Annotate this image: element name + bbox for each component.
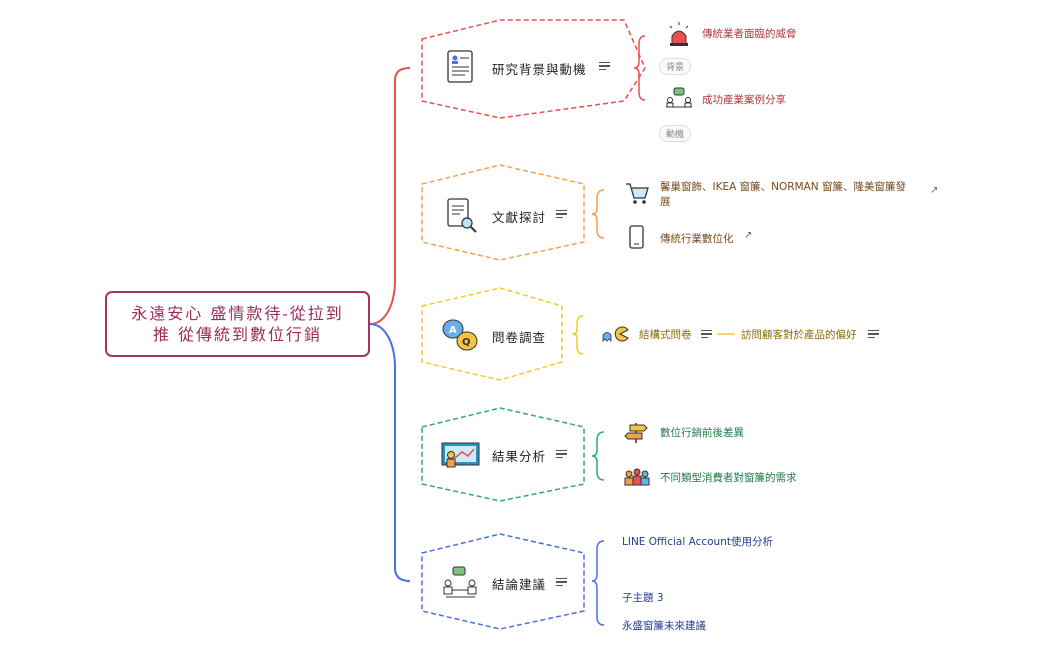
branch-line-blue	[369, 323, 411, 582]
leaf-threats[interactable]: 傳統業者面臨的威脅	[702, 28, 797, 40]
pacman-icon	[602, 326, 629, 342]
signpost-icon	[624, 423, 648, 443]
brace-2	[591, 189, 605, 239]
root-topic[interactable]: 永遠安心 盛情款待-從拉到 推 從傳統到數位行銷	[105, 291, 370, 357]
root-line-1: 永遠安心 盛情款待-從拉到	[131, 304, 344, 323]
topic-node-4[interactable]	[421, 407, 585, 502]
presentation-icon	[441, 442, 480, 468]
leaf-line-oa[interactable]: LINE Official Account使用分析	[622, 536, 773, 548]
menu-icon[interactable]	[599, 62, 610, 70]
leaf-consumer-needs[interactable]: 不同類型消費者對窗簾的需求	[660, 472, 797, 484]
topic-node-2[interactable]	[421, 164, 585, 261]
siren-icon	[669, 22, 689, 46]
topic-label-2: 文獻探討	[492, 210, 547, 225]
topic-node-3[interactable]	[421, 287, 563, 381]
shopping-cart-icon	[626, 183, 649, 204]
meeting-icon	[443, 566, 477, 598]
topic-node-1[interactable]	[421, 19, 646, 119]
menu-icon[interactable]	[868, 330, 879, 338]
svg-text:A: A	[449, 325, 457, 336]
smartphone-icon	[629, 225, 644, 249]
leaf-competitors-cont: 展	[660, 196, 671, 208]
external-link-icon[interactable]: ↗	[744, 230, 753, 241]
resume-icon	[447, 50, 473, 83]
external-link-icon[interactable]: ↗	[930, 185, 939, 196]
leaf-subtopic-3[interactable]: 子主題 3	[622, 592, 664, 604]
menu-icon[interactable]	[556, 210, 567, 218]
leaf-success-cases[interactable]: 成功產業案例分享	[702, 94, 786, 106]
leaf-digitalization[interactable]: 傳統行業數位化	[660, 233, 734, 245]
topic-label-1: 研究背景與動機	[492, 62, 587, 77]
leaf-future-suggestions[interactable]: 永盛窗簾未來建議	[622, 620, 706, 632]
brace-3	[571, 315, 584, 355]
people-group-icon	[624, 468, 650, 486]
discussion-icon	[666, 87, 692, 108]
root-line-2: 推 從傳統到數位行銷	[152, 325, 323, 344]
brace-5	[591, 540, 605, 626]
brace-4	[591, 431, 605, 481]
leaf-before-after[interactable]: 數位行銷前後差異	[660, 427, 744, 439]
tag-motivation: 動機	[659, 125, 692, 142]
branch-line-red	[369, 67, 411, 325]
topic-label-5: 結論建議	[492, 577, 547, 592]
brace-1	[633, 35, 646, 101]
leaf-customer-preference[interactable]: 訪問顧客對於產品的偏好	[741, 329, 857, 341]
qa-bubbles-icon: A Q	[442, 319, 478, 351]
topic-label-3: 問卷調查	[492, 330, 547, 345]
tag-background: 背景	[659, 58, 692, 75]
search-document-icon	[447, 198, 477, 233]
leaf-structured-questionnaire[interactable]: 結構式問卷	[639, 329, 692, 341]
menu-icon[interactable]	[701, 330, 712, 338]
svg-text:Q: Q	[462, 337, 471, 348]
menu-icon[interactable]	[556, 450, 567, 458]
menu-icon[interactable]	[556, 578, 567, 586]
topic-label-4: 結果分析	[492, 449, 547, 464]
leaf-competitors[interactable]: 馨巢窗飾、IKEA 窗簾、NORMAN 窗簾、隆美窗簾發	[660, 181, 906, 193]
topic-node-5[interactable]	[421, 533, 585, 630]
